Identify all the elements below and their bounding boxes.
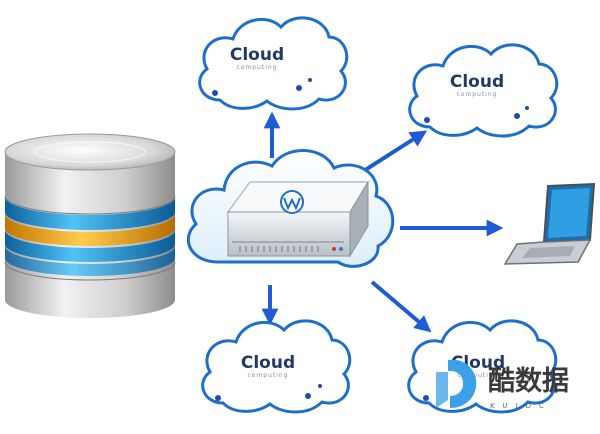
cloud-subtitle: computing [247, 372, 288, 379]
connection-arrows [261, 111, 504, 333]
server-icon [227, 180, 369, 258]
cloud-top-left: Cloud computing [198, 16, 349, 111]
watermark: 酷数据 KUIDC [436, 359, 569, 410]
laptop-icon [503, 182, 596, 265]
cloud-subtitle: computing [236, 64, 277, 71]
server-logo-icon [280, 190, 304, 214]
cloud-subtitle: computing [456, 91, 497, 98]
central-cloud [186, 149, 395, 268]
database-icon [4, 133, 176, 318]
watermark-latin-text: KUIDC [490, 402, 552, 410]
kuidc-logo-icon [436, 359, 477, 408]
watermark-chinese-text: 酷数据 [488, 366, 569, 397]
cloud-bottom-left: Cloud computing [201, 319, 352, 414]
cloud-subtitle: computing [457, 372, 498, 379]
arrow-to-top-right-cloud [360, 130, 428, 174]
cloud-title: Cloud [241, 353, 295, 373]
cloud-top-right: Cloud computing [408, 43, 559, 138]
cloud-title: Cloud [230, 45, 284, 65]
arrow-to-bottom-right-cloud [370, 280, 432, 333]
cloud-title: Cloud [450, 72, 504, 92]
